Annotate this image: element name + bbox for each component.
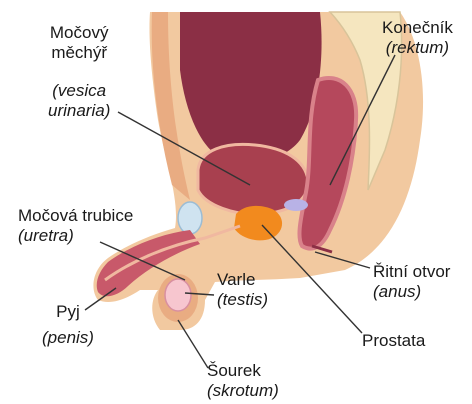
label-anus-name: Řitní otvor	[373, 262, 450, 282]
label-anus: Řitní otvor (anus)	[373, 262, 450, 302]
label-testis-name: Varle	[217, 270, 268, 290]
label-scrotum-name: Šourek	[207, 361, 279, 381]
label-bladder-latin-2: urinaria)	[48, 101, 110, 121]
pubic-bone	[178, 202, 202, 234]
label-urethra-latin: (uretra)	[18, 226, 133, 246]
label-urethra: Močová trubice (uretra)	[18, 206, 133, 246]
label-penis-latin: (penis)	[42, 328, 94, 348]
label-rectum-name: Konečník	[382, 18, 453, 38]
label-rectum: Konečník (rektum)	[382, 18, 453, 58]
label-scrotum: Šourek (skrotum)	[207, 361, 279, 401]
label-bladder-latin-1: (vesica	[48, 81, 110, 101]
label-urethra-name: Močová trubice	[18, 206, 133, 226]
testis	[165, 279, 191, 311]
leader-scrotum	[178, 320, 208, 368]
label-penis: Pyj (penis)	[42, 302, 94, 348]
seminal-vesicle	[284, 199, 308, 211]
label-bladder-name-2: měchýř	[48, 43, 110, 63]
label-prostate: Prostata	[362, 331, 425, 351]
label-anus-latin: (anus)	[373, 282, 450, 302]
label-testis-latin: (testis)	[217, 290, 268, 310]
label-bladder: Močový měchýř (vesica urinaria)	[48, 23, 110, 121]
label-prostate-name: Prostata	[362, 331, 425, 351]
label-penis-name: Pyj	[42, 302, 94, 322]
label-bladder-name-1: Močový	[48, 23, 110, 43]
label-scrotum-latin: (skrotum)	[207, 381, 279, 401]
label-testis: Varle (testis)	[217, 270, 268, 310]
label-rectum-latin: (rektum)	[382, 38, 453, 58]
